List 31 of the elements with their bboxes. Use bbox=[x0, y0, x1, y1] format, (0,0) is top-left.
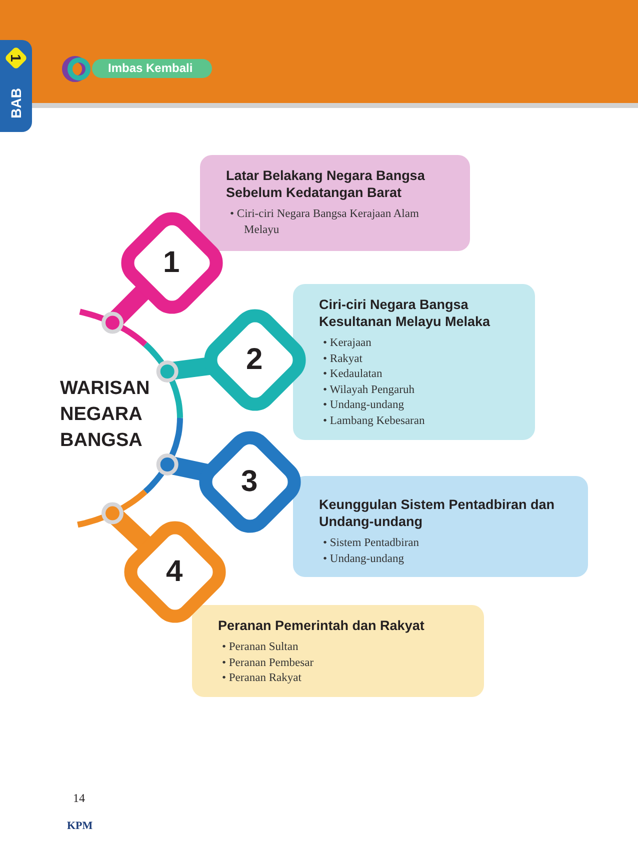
bullet-item: • Sistem Pentadbiran bbox=[323, 536, 420, 551]
bullet-item: • Lambang Kebesaran bbox=[323, 414, 426, 428]
bullet-item: • Kerajaan bbox=[323, 336, 372, 351]
bullet-item: • Peranan Pembesar bbox=[222, 656, 315, 670]
chapter-number: 1 bbox=[8, 54, 24, 62]
topic-heading: Latar Belakang Negara Bangsa Sebelum Kedatangan Barat bbox=[226, 167, 426, 201]
central-title: WARISAN NEGARA BANGSA bbox=[60, 377, 151, 453]
bullet-item: • Wilayah Pengaruh bbox=[323, 382, 416, 398]
topic-card bbox=[293, 284, 535, 440]
topic-card bbox=[200, 155, 470, 251]
footer-text: KPM bbox=[67, 820, 94, 833]
bullet-item: • Undang-undang bbox=[323, 552, 405, 566]
section-pill: Imbas Kembali bbox=[92, 59, 212, 78]
bullet-item: • Peranan Sultan bbox=[222, 640, 300, 655]
topic-heading: Peranan Pemerintah dan Rakyat bbox=[218, 617, 426, 634]
bullet-item: • Peranan Rakyat bbox=[222, 671, 302, 686]
step-number: 4 bbox=[166, 557, 183, 587]
step-number: 2 bbox=[246, 345, 263, 375]
step-number: 3 bbox=[241, 467, 258, 497]
topic-card bbox=[192, 605, 484, 696]
page-number: 14 bbox=[73, 791, 86, 805]
bullet-item: • Ciri-ciri Negara Bangsa Kerajaan Alam Melayu bbox=[230, 207, 420, 238]
bullet-item: • Undang-undang bbox=[323, 398, 405, 413]
step-number: 1 bbox=[163, 248, 180, 278]
chapter-tab bbox=[0, 40, 32, 132]
topic-heading: Ciri-ciri Negara Bangsa Kesultanan Melayu Melaka bbox=[319, 296, 492, 330]
topic-heading: Keunggulan Sistem Pentadbiran dan Undang-undang bbox=[319, 496, 556, 530]
bullet-item: • Kedaulatan bbox=[323, 367, 384, 382]
topic-card bbox=[293, 476, 588, 577]
bullet-item: • Rakyat bbox=[323, 352, 364, 366]
tab-label: BAB bbox=[8, 88, 24, 118]
